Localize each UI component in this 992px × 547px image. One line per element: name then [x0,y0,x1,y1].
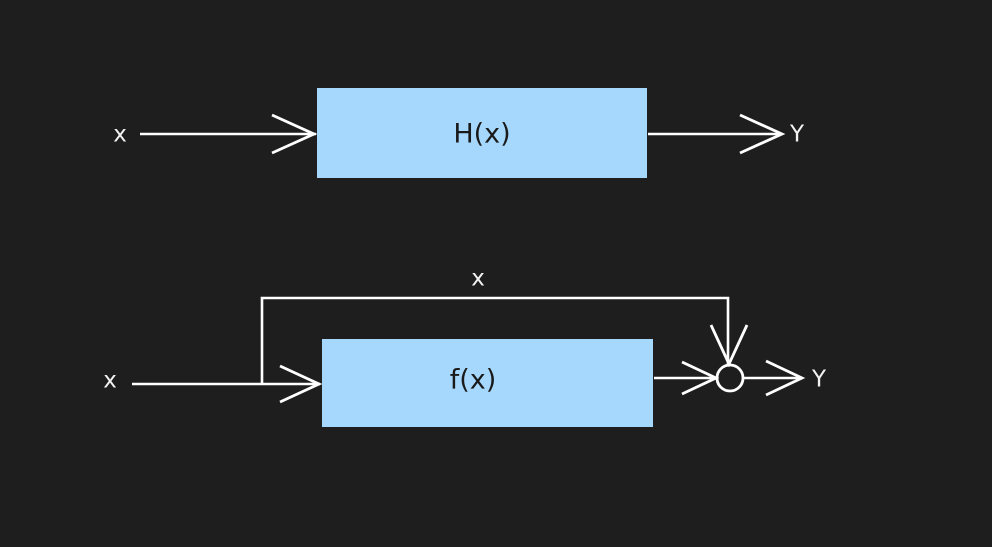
skip-connection-label: x [471,266,485,292]
skip-connection-wire [260,296,730,384]
arrowhead-to-output-bottom [765,359,806,397]
input-label-top: x [113,122,127,148]
output-label-top: Y [789,122,805,148]
input-label-bottom: x [103,368,117,394]
block-h-of-x-label: H(x) [453,119,510,150]
arrowhead-to-output-top [739,113,786,155]
plain-mapping-panel: H(x) x Y [113,88,805,178]
arrowhead-into-f-block [279,364,323,404]
summing-junction[interactable] [715,363,745,393]
block-f-of-x[interactable] [322,339,653,427]
arrowhead-into-h-block [271,113,318,155]
block-f-of-x-label: f(x) [450,365,497,396]
residual-mapping-panel: x f(x) x Y [103,266,827,427]
block-h-of-x[interactable] [317,88,647,178]
output-label-bottom: Y [811,367,827,393]
